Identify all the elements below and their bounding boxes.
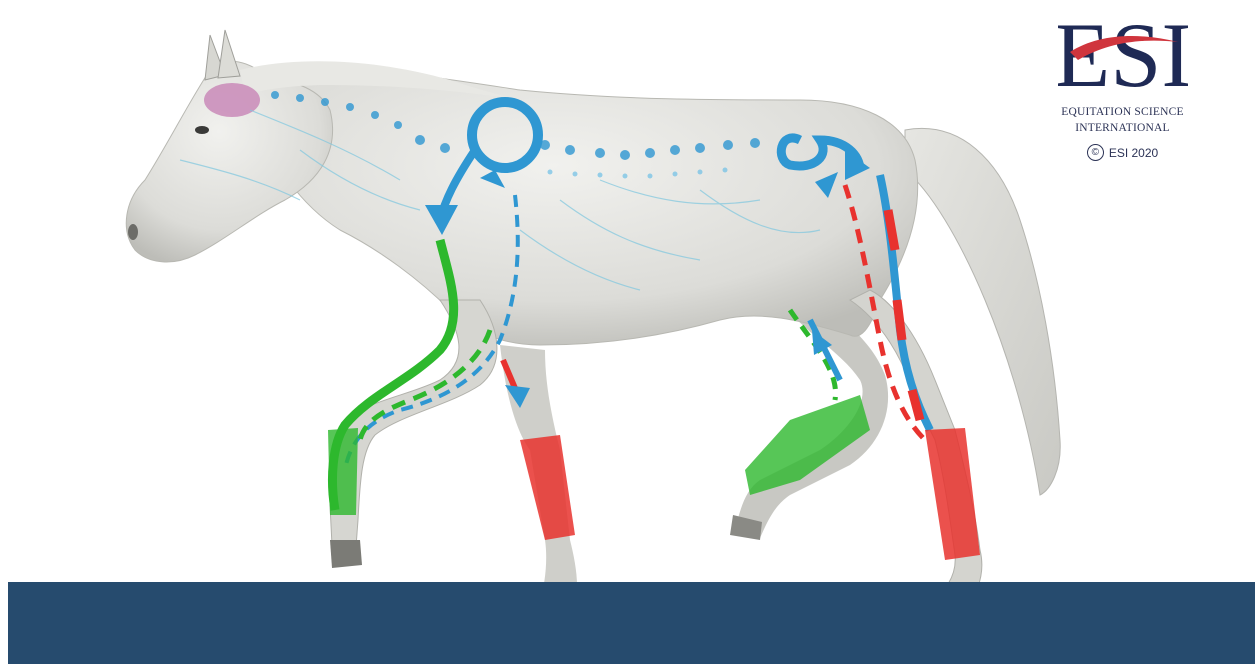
horse-eye — [195, 126, 209, 134]
copyright-text: ESI 2020 — [1109, 146, 1158, 160]
brain-icon — [204, 83, 260, 117]
logo-copyright: © ESI 2020 — [1040, 144, 1205, 161]
far-front-red — [520, 435, 575, 540]
copyright-icon: © — [1087, 144, 1104, 161]
front-lower-leg-green — [328, 428, 358, 515]
logo-name-line1: EQUITATION SCIENCE — [1040, 104, 1205, 120]
hoof-near-front — [330, 540, 362, 568]
logo-name: EQUITATION SCIENCE INTERNATIONAL — [1040, 104, 1205, 136]
horse-nostril — [128, 224, 138, 240]
esi-logo-mark: ESI — [1058, 4, 1188, 99]
hind-lower-leg-red — [925, 428, 980, 560]
horse-ear-right — [218, 30, 240, 78]
esi-logo: ESI EQUITATION SCIENCE INTERNATIONAL © E… — [1040, 4, 1205, 174]
ground-band — [8, 582, 1255, 664]
horse-body — [255, 69, 918, 345]
logo-name-line2: INTERNATIONAL — [1040, 120, 1205, 136]
